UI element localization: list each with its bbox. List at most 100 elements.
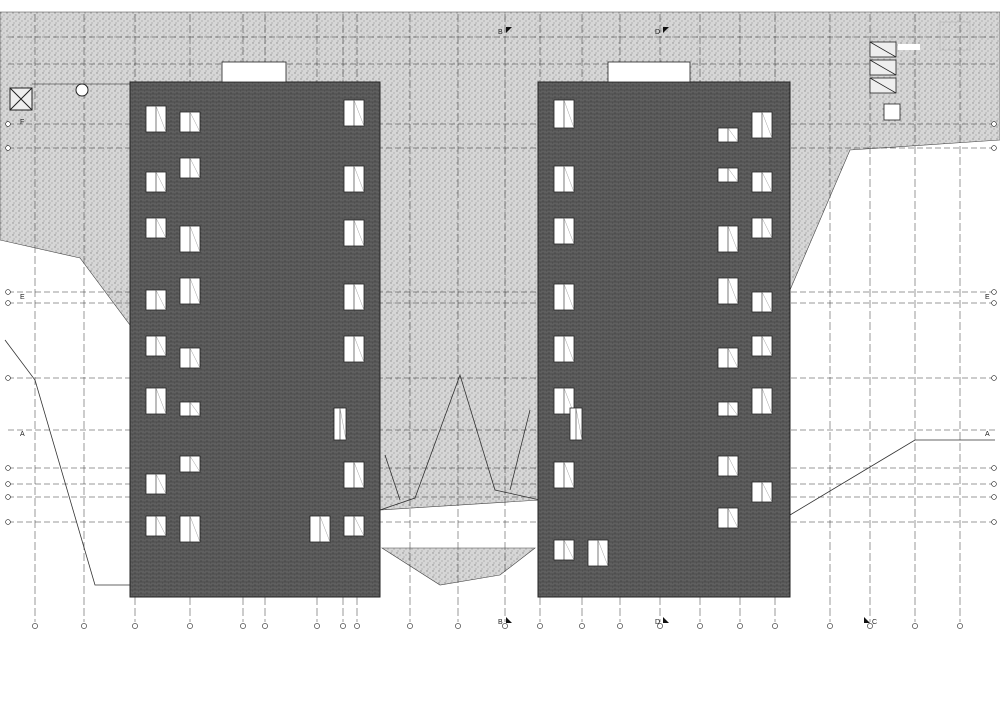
window — [179, 401, 201, 417]
grid-bubble — [240, 623, 246, 629]
grid-bubble — [957, 623, 963, 629]
window — [751, 335, 773, 357]
window — [717, 401, 739, 417]
window — [309, 515, 331, 543]
grid-bubble — [991, 145, 997, 151]
grid-bubble — [657, 623, 663, 629]
roof-stair-housing — [607, 61, 691, 83]
legend-boxes — [869, 41, 901, 121]
ground-profile-lines — [4, 339, 995, 586]
grid-bubble — [912, 623, 918, 629]
grid-bubble — [5, 121, 11, 127]
grid-bubble — [617, 623, 623, 629]
window — [553, 335, 575, 363]
section-mark-d-top: D — [655, 29, 660, 36]
window — [717, 127, 739, 143]
window — [553, 539, 575, 561]
grid-bubble — [5, 494, 11, 500]
grid-bubble — [991, 519, 997, 525]
windows-right-building — [553, 99, 773, 567]
grid-label-a-left: A — [20, 431, 25, 438]
section-mark-b-bottom: B — [498, 619, 503, 626]
grid-bubble — [5, 289, 11, 295]
window — [343, 219, 365, 247]
grid-bubble — [991, 481, 997, 487]
boundary-symbol — [9, 83, 130, 111]
grid-bubble — [5, 465, 11, 471]
window — [145, 335, 167, 357]
window — [179, 225, 201, 253]
window — [343, 335, 365, 363]
grid-label-e-left: E — [20, 294, 25, 301]
grid-label-f-left: F — [20, 119, 24, 126]
grid-bubble — [737, 623, 743, 629]
window — [343, 515, 365, 537]
grid-bubble — [991, 289, 997, 295]
building-right — [537, 61, 791, 598]
grid-bubble — [5, 519, 11, 525]
window — [717, 167, 739, 183]
grid-bubble — [132, 623, 138, 629]
grid-bubble — [340, 623, 346, 629]
grid-bubble — [407, 623, 413, 629]
window — [751, 387, 773, 415]
grid-bubble — [5, 145, 11, 151]
window — [717, 277, 739, 305]
grid-bubble — [867, 623, 873, 629]
window — [717, 455, 739, 477]
section-arrow-d-bottom — [663, 617, 669, 623]
section-marks: B D B D C — [498, 27, 877, 626]
window — [717, 347, 739, 369]
window — [145, 105, 167, 133]
grid-bubble — [991, 465, 997, 471]
window — [553, 283, 575, 311]
grid-bubble — [5, 481, 11, 487]
terrain-hatch-lower — [380, 547, 536, 586]
window — [553, 165, 575, 193]
window — [751, 481, 773, 503]
grid-bubble — [354, 623, 360, 629]
window — [553, 461, 575, 489]
grid-bubble — [81, 623, 87, 629]
grid-bubble — [502, 623, 508, 629]
grid-label-e-right: E — [985, 294, 990, 301]
windows-left-building — [145, 99, 365, 543]
grid-bubble — [772, 623, 778, 629]
window — [343, 99, 365, 127]
window — [751, 111, 773, 139]
grid-bubble — [537, 623, 543, 629]
window — [587, 539, 609, 567]
section-arrow-b-bottom — [506, 617, 512, 623]
grid-label-a-right: A — [985, 431, 990, 438]
window — [145, 217, 167, 239]
window — [145, 473, 167, 495]
window — [343, 165, 365, 193]
grid-bubble — [262, 623, 268, 629]
grid-bubble — [455, 623, 461, 629]
grid-bubbles — [5, 121, 997, 629]
section-arrow-b-top — [506, 27, 512, 33]
window — [717, 225, 739, 253]
window — [145, 171, 167, 193]
window — [553, 99, 575, 129]
window — [751, 171, 773, 193]
grid-bubble — [5, 300, 11, 306]
window — [179, 157, 201, 179]
grid-bubble — [827, 623, 833, 629]
grid-bubble — [991, 375, 997, 381]
grid-bubble — [579, 623, 585, 629]
grid-bubble — [697, 623, 703, 629]
window — [179, 347, 201, 369]
window — [717, 507, 739, 529]
grid-bubble — [991, 300, 997, 306]
window — [751, 217, 773, 239]
grid-bubble — [991, 121, 997, 127]
window — [145, 387, 167, 415]
grid-bubble — [5, 375, 11, 381]
window — [553, 217, 575, 245]
building-left — [129, 61, 381, 598]
window — [343, 283, 365, 311]
window — [179, 515, 201, 543]
section-mark-c-bottom: C — [872, 619, 877, 626]
